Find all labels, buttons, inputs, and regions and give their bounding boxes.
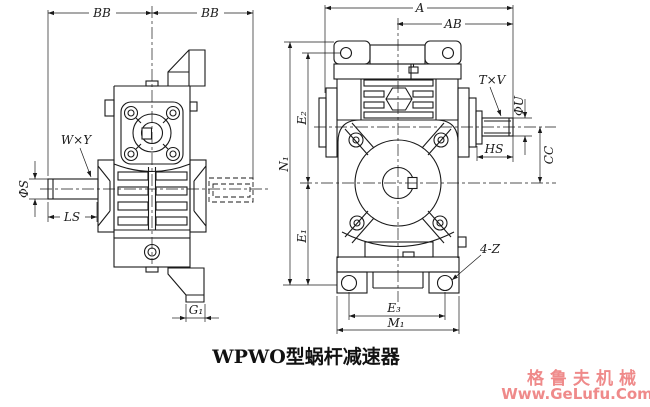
side-housing <box>104 80 198 238</box>
label-wxy: W×Y <box>61 133 92 147</box>
front-view: A AB T×V ΦU HS CC <box>277 1 556 334</box>
label-n1: N₁ <box>277 156 291 172</box>
wxy-label: W×Y <box>61 133 92 178</box>
e3-dimension: E₃ <box>348 292 446 320</box>
label-ls: LS <box>63 210 80 224</box>
foot-hole-left <box>340 274 358 292</box>
e2-dimension: E₂ <box>295 52 341 184</box>
front-cooling-fins <box>336 79 459 121</box>
keyway <box>141 127 153 140</box>
bottom-bracket <box>167 267 205 303</box>
label-bb-right: BB <box>200 6 219 20</box>
cc-dimension: CC <box>537 126 556 184</box>
m1-dimension: M₁ <box>336 296 460 334</box>
right-lug <box>189 101 198 112</box>
label-m1: M₁ <box>386 316 404 330</box>
e1-dimension: E₁ <box>295 182 311 285</box>
hidden-shaft-extension <box>208 177 254 203</box>
front-centerlines <box>300 18 556 302</box>
txv-label: T×V <box>479 73 507 117</box>
n1-dimension: N₁ <box>277 41 337 286</box>
left-lug <box>104 99 115 117</box>
side-bearing-caps <box>97 159 207 233</box>
label-txv: T×V <box>479 73 507 87</box>
side-view: BB BB W×Y ΦS LS <box>17 6 268 322</box>
label-e1: E₁ <box>295 229 309 244</box>
label-cc: CC <box>542 146 556 164</box>
label-e3: E₃ <box>386 301 401 315</box>
bolt-holes-label: 4-Z <box>451 242 501 281</box>
top-flange <box>333 40 462 80</box>
drawing-caption: WPWO型蜗杆减速器 <box>211 345 401 368</box>
foot-hole-right <box>436 274 454 292</box>
foot-right <box>428 271 460 294</box>
flange-hole-right <box>441 46 455 60</box>
label-phis: ΦS <box>17 180 31 198</box>
label-hs: HS <box>484 142 504 156</box>
label-e2: E₂ <box>295 111 309 126</box>
oil-plug <box>408 66 419 74</box>
side-centerlines <box>40 6 268 264</box>
label-4z: 4-Z <box>479 242 501 256</box>
label-ab: AB <box>443 17 462 31</box>
label-bb-left: BB <box>92 6 111 20</box>
side-lug <box>457 236 467 248</box>
top-bracket <box>167 49 206 87</box>
watermark-brand: 格鲁夫机械 <box>527 368 642 389</box>
label-g1: G₁ <box>189 303 203 317</box>
side-cooling-fins <box>114 167 190 231</box>
bb-dimension: BB BB <box>47 6 254 180</box>
main-housing <box>337 119 467 258</box>
label-a: A <box>415 1 425 15</box>
g1-dimension: G₁ <box>172 303 219 322</box>
watermark-url: Www.GeLufu.Com <box>501 385 650 403</box>
flange-hole-left <box>339 46 353 60</box>
label-phiu: ΦU <box>512 95 526 116</box>
ab-dimension: AB <box>397 17 513 31</box>
hs-dimension: HS <box>476 142 513 161</box>
phis-dimension: ΦS <box>17 161 48 217</box>
phiu-dimension: ΦU <box>512 95 532 155</box>
watermark: 格鲁夫机械 Www.GeLufu.Com <box>501 368 650 403</box>
ls-dimension: LS <box>47 202 98 224</box>
foot-left <box>336 271 368 294</box>
